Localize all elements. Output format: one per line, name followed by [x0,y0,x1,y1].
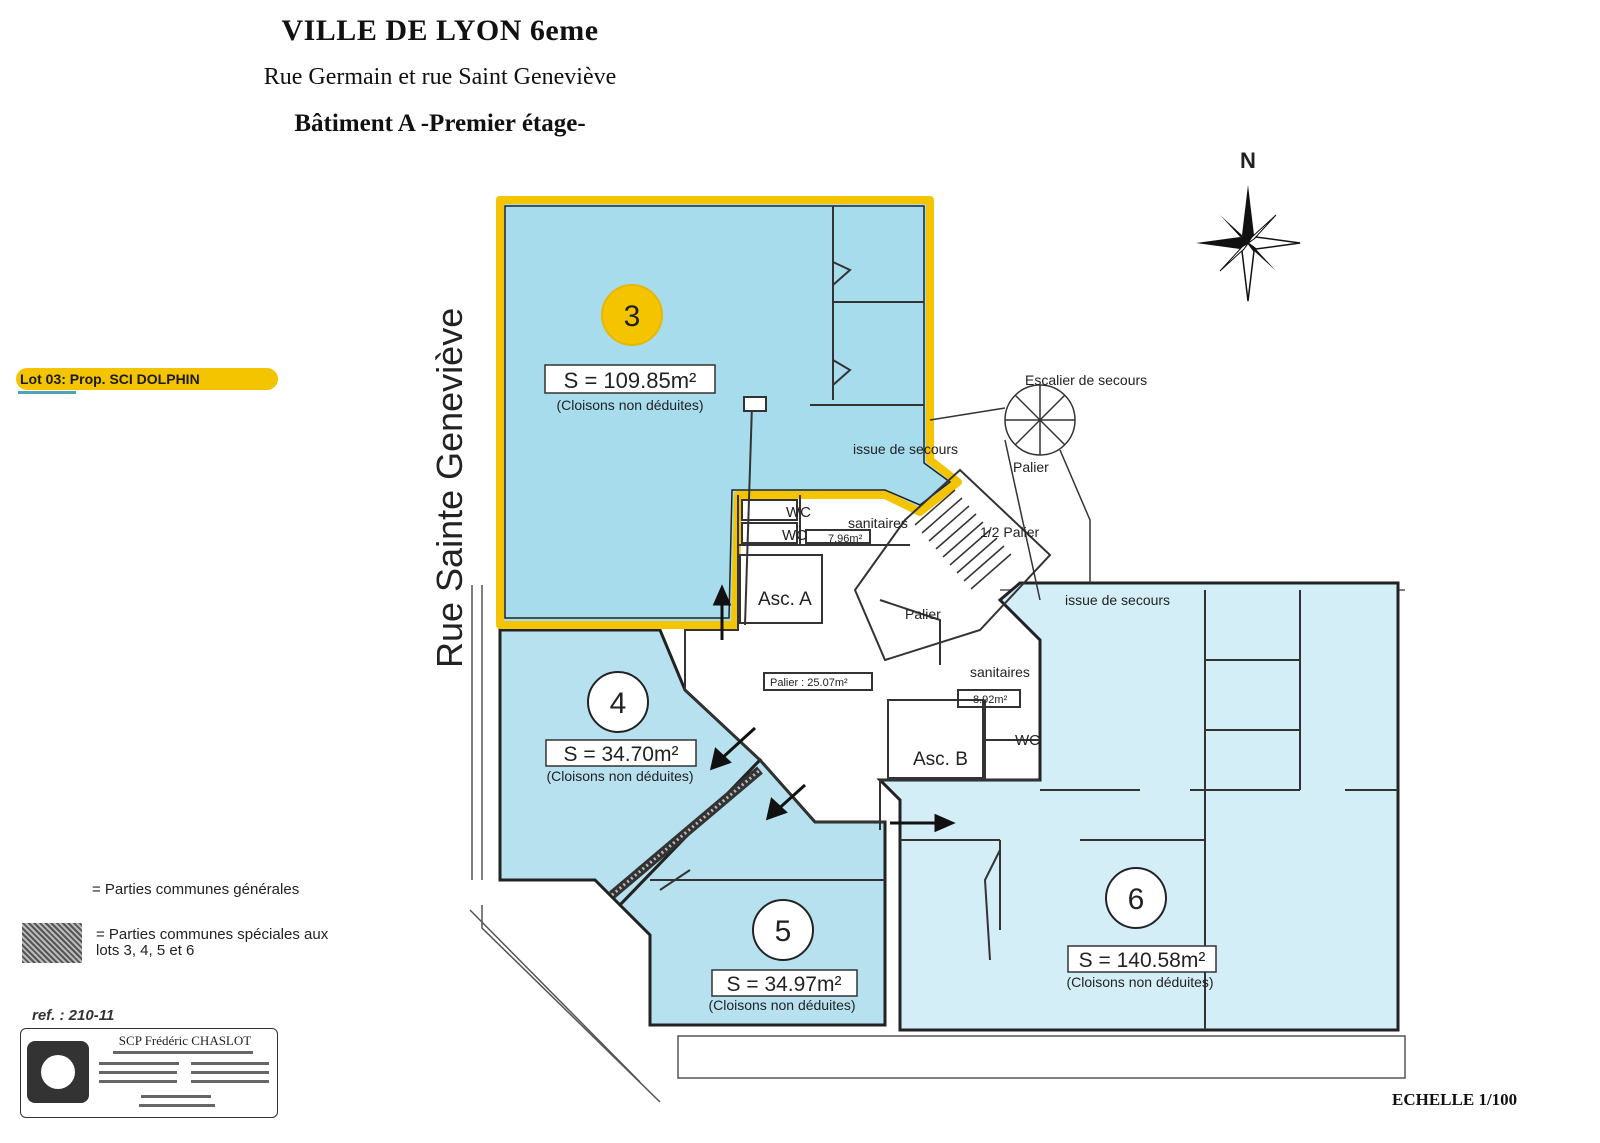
sanitaires-top-label: sanitaires [848,515,908,531]
wc1-label: WC [786,504,811,521]
plan-title: VILLE DE LYON 6eme [281,14,599,47]
lot-6-area: S = 140.58m² [1079,949,1206,972]
lot-3-number: 3 [624,300,641,333]
demi-palier-label: 1/2 Palier [980,524,1039,540]
asc-b-label: Asc. B [913,749,968,770]
common-core [684,468,1052,830]
lot-4-area: S = 34.70m² [564,743,679,766]
lot-5-note: (Cloisons non déduites) [708,997,855,1013]
floor-label: Bâtiment A -Premier étage- [294,110,586,137]
issue-right-label: issue de secours [1065,592,1170,608]
legend-general: = Parties communes générales [92,881,300,898]
palier-center-label: Palier : 25.07m² [770,677,848,689]
wc3-label: WC [1015,732,1040,749]
lot-5-area: S = 34.97m² [727,973,842,996]
stamp-name: SCP Frédéric CHASLOT [118,1033,252,1048]
issue-top-label: issue de secours [853,441,958,457]
surveyor-logo-icon [27,1041,89,1103]
badge-underline [18,391,76,394]
lot-owner-badge: Lot 03: Prop. SCI DOLPHIN [16,368,278,390]
lot-3-partitions [743,206,924,626]
compass-north-label: N [1240,148,1256,173]
compass-rose-icon [1196,185,1301,302]
legend-special: = Parties communes spéciales aux lots 3,… [96,926,329,959]
lot-3-note: (Cloisons non déduites) [556,397,703,413]
sanitaires-right-area: 8.92m² [973,694,1008,706]
street-label: Rue Sainte Geneviève [429,308,470,668]
lot-6-note: (Cloisons non déduites) [1066,974,1213,990]
surveyor-stamp: SCP Frédéric CHASLOT [20,1028,278,1118]
lot-6-badge [1105,867,1167,929]
lot-4-badge [587,671,649,733]
lot-6-partitions [900,590,1398,1030]
wc2-label: WC [782,527,807,544]
sanitaires-top-area: 7.96m² [828,533,863,545]
lot-5-number: 5 [775,915,792,948]
lot-5-partitions [650,869,885,891]
palier-top-label: Palier [1013,459,1049,475]
hatch-swatch [22,923,82,963]
lot-3-badge [601,284,663,346]
palier-mid-label: Palier [905,606,941,622]
lot-4-number: 4 [610,687,627,720]
escalier-label: Escalier de secours [1025,372,1147,388]
plan-subtitle: Rue Germain et rue Saint Geneviève [263,64,617,90]
asc-a-label: Asc. A [758,589,812,610]
lot-6-number: 6 [1128,883,1145,916]
sanitaires-right-label: sanitaires [970,664,1030,680]
stair-steps [914,489,1012,590]
access-arrows [709,584,956,833]
reference-number: ref. : 210-11 [32,1007,115,1024]
scale-label: ECHELLE 1/100 [1392,1090,1518,1109]
spiral-stair-icon [929,384,1091,601]
lot-4-note: (Cloisons non déduites) [546,768,693,784]
lot-3-area: S = 109.85m² [564,368,697,393]
lot-5-badge [752,899,814,961]
